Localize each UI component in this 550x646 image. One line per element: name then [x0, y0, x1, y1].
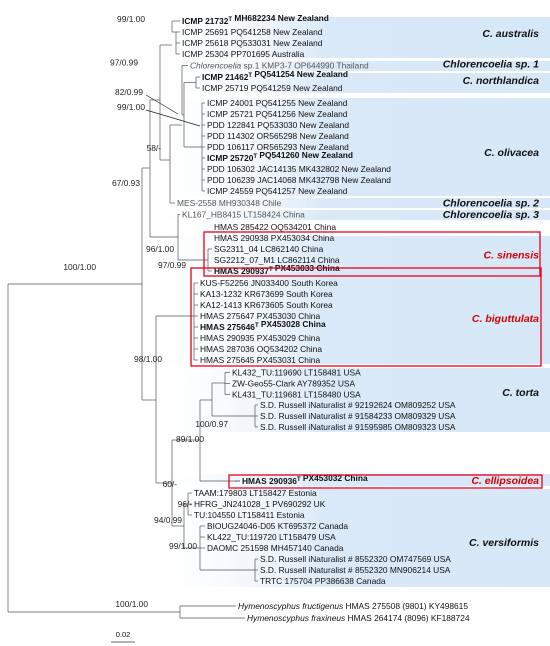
taxon-label: HMAS 287036 OQ534202 China	[200, 344, 322, 354]
clade-band	[140, 272, 550, 364]
taxon-label: S.D. Russell iNaturalist # 8552320 OM747…	[260, 554, 451, 564]
taxon-label: KL432_TU:119690 LT158481 USA	[232, 368, 361, 378]
clade-band	[140, 474, 550, 486]
taxon-label: KL422_TU:119720 LT158479 USA	[207, 532, 336, 542]
taxon-label: Hymenoscyphus fructigenus HMAS 275508 (9…	[238, 601, 468, 611]
support-value: 99/1.00	[117, 14, 145, 24]
scale-bar-label: 0.02	[116, 630, 131, 639]
clade-band	[140, 210, 550, 220]
taxon-label: PDD 122841 PQ533030 New Zealand	[207, 120, 349, 130]
scale-bar: 0.02	[111, 630, 135, 643]
highlight-box	[203, 231, 541, 277]
taxon-label: ICMP 21732T MH682234 New Zealand	[182, 13, 329, 26]
taxon-label: BIOUG24046-D05 KT695372 Canada	[207, 521, 348, 531]
taxon-label: KL167_HB8415 LT158424 China	[182, 210, 305, 220]
taxon-label: PDD 106117 OR565293 New Zealand	[207, 142, 349, 152]
support-value: 94/0.99	[154, 515, 182, 525]
support-value: 60/-	[163, 479, 178, 489]
support-value: 100/1.00	[115, 599, 148, 609]
clade-label: C. olivacea	[484, 147, 539, 159]
taxon-label: Chlorencoelia sp.1 KMP3-7 OP644990 Thail…	[190, 61, 369, 71]
taxon-label: ICMP 25618 PQ533031 New Zealand	[182, 38, 323, 48]
support-value: 58/-	[147, 143, 162, 153]
taxon-label: DAOMC 251598 MH457140 Canada	[207, 543, 344, 553]
highlight-box	[228, 474, 543, 489]
taxon-label: KA13-1232 KR673699 South Korea	[200, 289, 333, 299]
taxon-label: HMAS 275645 PX453031 China	[200, 355, 320, 365]
clade-bands	[140, 17, 550, 587]
taxon-label: HFRG_JN241028_1 PV690292 UK	[194, 499, 326, 509]
taxon-label: PDD 106239 JAC14068 MK432798 New Zealand	[207, 175, 391, 185]
taxon-label: ICMP 25720T PQ541260 New Zealand	[207, 150, 353, 163]
taxon-label: TRTC 175704 PP386638 Canada	[260, 576, 386, 586]
clade-band	[140, 198, 550, 208]
clade-label: C. torta	[502, 387, 539, 399]
support-value: 89/1.00	[176, 434, 204, 444]
clade-label: Chlorencoelia sp. 3	[443, 209, 539, 221]
clade-label: C. northlandica	[463, 75, 540, 87]
taxon-label: S.D. Russell iNaturalist # 8552320 MN906…	[260, 565, 451, 575]
taxon-label: S.D. Russell iNaturalist # 91595985 OM80…	[260, 422, 456, 432]
support-value: 67/0.93	[112, 178, 140, 188]
clade-label: Chlorencoelia sp. 2	[443, 198, 539, 210]
taxon-label: HMAS 275646T PX453028 China	[200, 319, 326, 332]
support-pointer-line	[145, 109, 201, 127]
taxon-label: TAAM:179803 LT158427 Estonia	[194, 488, 317, 498]
support-value: 96/1.00	[146, 244, 174, 254]
support-value: 99/1.00	[117, 102, 145, 112]
taxon-label: ICMP 21462T PQ541254 New Zealand	[202, 69, 348, 82]
clade-label: C. sinensis	[484, 250, 540, 262]
taxon-label: ICMP 25719 PQ541259 New Zealand	[202, 83, 343, 93]
taxon-label: KL431_TU:119681 LT158480 USA	[232, 390, 361, 400]
taxon-label: Hymenoscyphus fraxineus HMAS 264174 (809…	[247, 613, 470, 623]
clade-label: C. ellipsoidea	[471, 475, 539, 487]
support-value: 100/0.97	[195, 419, 228, 429]
taxon-label: HMAS 290938 PX453034 China	[214, 233, 334, 243]
support-value: 97/0.99	[110, 58, 138, 68]
clade-band	[140, 98, 550, 196]
tree-branches	[7, 20, 258, 619]
taxon-label: ZW-Geo55-Clark AY789352 USA	[232, 379, 355, 389]
taxon-label: ICMP 24559 PQ541257 New Zealand	[207, 186, 348, 196]
taxon-label: HMAS 290935 PX453029 China	[200, 333, 320, 343]
support-values: 99/1.00 97/0.99 82/0.99 99/1.00 58/- 67/0.93 9…	[63, 14, 228, 609]
clade-band	[140, 17, 550, 58]
taxon-label: HMAS 290936T PX453032 China	[242, 473, 368, 486]
clade-label: C. biguttulata	[472, 313, 539, 325]
taxon-label: SG2311_04 LC862140 China	[214, 244, 324, 254]
taxon-label: KUS-F52256 JN033400 South Korea	[200, 278, 338, 288]
support-value: 100/1.00	[63, 262, 96, 272]
taxon-label: S.D. Russell iNaturalist # 91584233 OM80…	[260, 411, 456, 421]
support-value: 97/0.99	[158, 260, 186, 270]
support-value: 99/1.00	[169, 541, 197, 551]
taxon-label: MES-2558 MH930348 Chile	[177, 198, 282, 208]
highlight-boxes	[190, 231, 543, 489]
taxon-label: ICMP 25721 PQ541256 New Zealand	[207, 109, 348, 119]
clade-band	[140, 73, 550, 93]
support-pointer-line	[145, 94, 179, 115]
highlight-box	[190, 267, 542, 367]
taxon-label: ICMP 25691 PQ541258 New Zealand	[182, 27, 323, 37]
clade-label: C. versiformis	[469, 537, 539, 549]
taxon-label: HMAS 285422 OQ534201 China	[214, 222, 336, 232]
taxon-label: PDD 106302 JAC14135 MK432802 New Zealand	[207, 164, 391, 174]
taxon-label: PDD 114302 OR565298 New Zealand	[207, 131, 349, 141]
clade-label: Chlorencoelia sp. 1	[443, 59, 539, 71]
support-value: 98/1.00	[134, 354, 162, 364]
taxon-label: ICMP 24001 PQ541255 New Zealand	[207, 98, 348, 108]
taxon-label: ICMP 25304 PP701695 Australia	[182, 49, 305, 59]
support-value: 82/0.99	[115, 87, 143, 97]
taxon-label: TU:104550 LT158411 Estonia	[194, 510, 305, 520]
taxon-label: SG2212_07_M1 LC862114 China	[214, 255, 340, 265]
taxon-label: HMAS 275647 PX453030 China	[200, 311, 320, 321]
clade-band	[140, 489, 550, 587]
clade-band	[140, 61, 550, 71]
taxon-label: KA12-1413 KR673605 South Korea	[200, 300, 333, 310]
support-value: 96/-	[178, 499, 193, 509]
taxon-label: S.D. Russell iNaturalist # 92192624 OM80…	[260, 400, 456, 410]
clade-label: C. australis	[482, 28, 539, 40]
